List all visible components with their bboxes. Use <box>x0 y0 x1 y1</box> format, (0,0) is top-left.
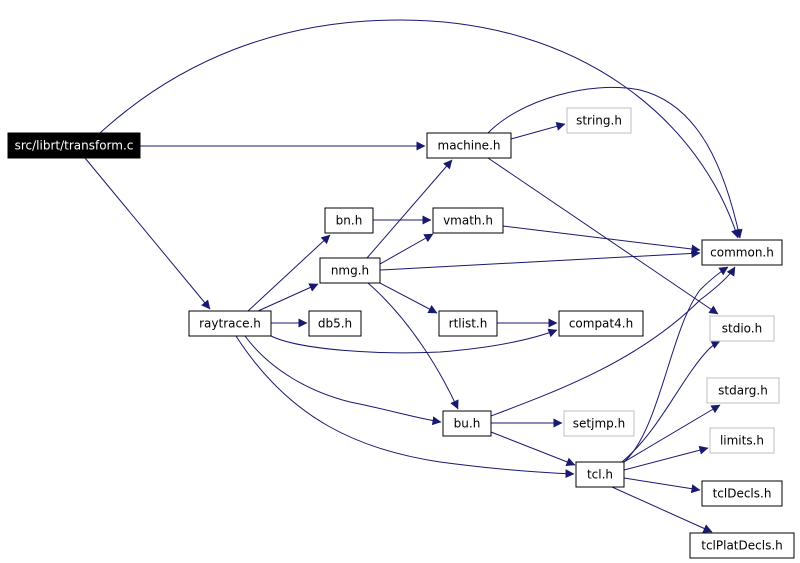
node-machine[interactable]: machine.h <box>426 132 512 159</box>
node-bn[interactable]: bn.h <box>324 207 374 234</box>
node-stdarg: stdarg.h <box>706 377 780 404</box>
node-stdio: stdio.h <box>709 315 775 342</box>
edge-bu-to-tcl <box>490 431 576 467</box>
node-compat4[interactable]: compat4.h <box>558 310 644 337</box>
node-label: stdio.h <box>722 322 762 336</box>
node-label: raytrace.h <box>199 317 261 331</box>
node-tclPlatDecls[interactable]: tclPlatDecls.h <box>689 532 795 559</box>
edge-tcl-to-common <box>623 266 729 463</box>
edge-nmg-to-machine <box>366 159 453 259</box>
node-label: stdarg.h <box>718 384 768 398</box>
edge-machine-to-string <box>510 121 566 140</box>
node-label: db5.h <box>318 317 352 331</box>
node-label: string.h <box>576 114 622 128</box>
edge-bu-to-common <box>490 266 736 417</box>
edge-nmg-to-bu <box>367 282 459 410</box>
node-box <box>324 207 374 234</box>
node-nmg[interactable]: nmg.h <box>319 257 381 284</box>
node-db5[interactable]: db5.h <box>308 310 362 337</box>
node-tcl[interactable]: tcl.h <box>575 461 625 488</box>
node-transform[interactable]: src/librt/transform.c <box>7 132 141 159</box>
node-box <box>7 132 141 159</box>
node-label: rtlist.h <box>449 317 488 331</box>
node-rtlist[interactable]: rtlist.h <box>438 310 498 337</box>
node-bu[interactable]: bu.h <box>442 410 492 437</box>
edge-tcl-to-stdio <box>621 340 721 463</box>
edge-tcl-to-stdarg <box>623 404 721 463</box>
node-box <box>689 532 795 559</box>
node-label: tclDecls.h <box>713 487 772 501</box>
edge-machine-to-stdio <box>487 157 719 315</box>
edge-tcl-to-tclPlatDecls <box>611 486 713 533</box>
edge-raytrace-to-bn <box>247 234 331 312</box>
edge-tcl-to-tclDecls <box>623 477 701 494</box>
node-label: machine.h <box>438 139 501 153</box>
edge-transform-to-common <box>99 19 740 239</box>
node-box <box>308 310 362 337</box>
node-vmath[interactable]: vmath.h <box>432 207 504 234</box>
node-label: vmath.h <box>443 214 493 228</box>
edge-nmg-to-vmath <box>379 233 434 265</box>
node-setjmp: setjmp.h <box>563 410 635 437</box>
node-limits: limits.h <box>709 427 775 454</box>
edge-machine-to-common <box>487 87 743 239</box>
node-box <box>188 310 272 337</box>
edge-nmg-to-rtlist <box>379 282 438 314</box>
node-box <box>701 239 783 266</box>
edge-tcl-to-limits <box>623 445 709 471</box>
node-string: string.h <box>566 107 632 134</box>
node-label: tclPlatDecls.h <box>701 539 783 553</box>
node-box <box>709 427 775 454</box>
edge-layer <box>84 19 743 533</box>
node-layer: src/librt/transform.c machine.h string.h bn… <box>7 107 795 559</box>
edge-raytrace-to-nmg <box>257 283 319 312</box>
node-common[interactable]: common.h <box>701 239 783 266</box>
node-label: bu.h <box>454 417 481 431</box>
edge-transform-to-raytrace <box>84 157 211 310</box>
node-box <box>438 310 498 337</box>
node-box <box>709 315 775 342</box>
node-label: common.h <box>710 246 774 260</box>
node-label: src/librt/transform.c <box>15 139 134 153</box>
node-label: tcl.h <box>587 468 613 482</box>
node-box <box>319 257 381 284</box>
node-label: setjmp.h <box>573 417 625 431</box>
node-box <box>442 410 492 437</box>
edge-raytrace-to-bu <box>244 335 442 426</box>
edge-raytrace-to-tcl <box>235 335 575 479</box>
node-box <box>566 107 632 134</box>
node-box <box>426 132 512 159</box>
node-label: nmg.h <box>331 264 369 278</box>
edge-nmg-to-common <box>379 248 701 271</box>
node-box <box>563 410 635 437</box>
node-label: limits.h <box>720 434 764 448</box>
node-box <box>558 310 644 337</box>
node-box <box>701 480 783 507</box>
node-box <box>432 207 504 234</box>
node-box <box>706 377 780 404</box>
node-tclDecls[interactable]: tclDecls.h <box>701 480 783 507</box>
edge-vmath-to-common <box>502 225 701 254</box>
node-label: bn.h <box>336 214 363 228</box>
node-box <box>575 461 625 488</box>
node-raytrace[interactable]: raytrace.h <box>188 310 272 337</box>
node-label: compat4.h <box>569 317 633 331</box>
edge-raytrace-to-compat4 <box>270 328 558 354</box>
